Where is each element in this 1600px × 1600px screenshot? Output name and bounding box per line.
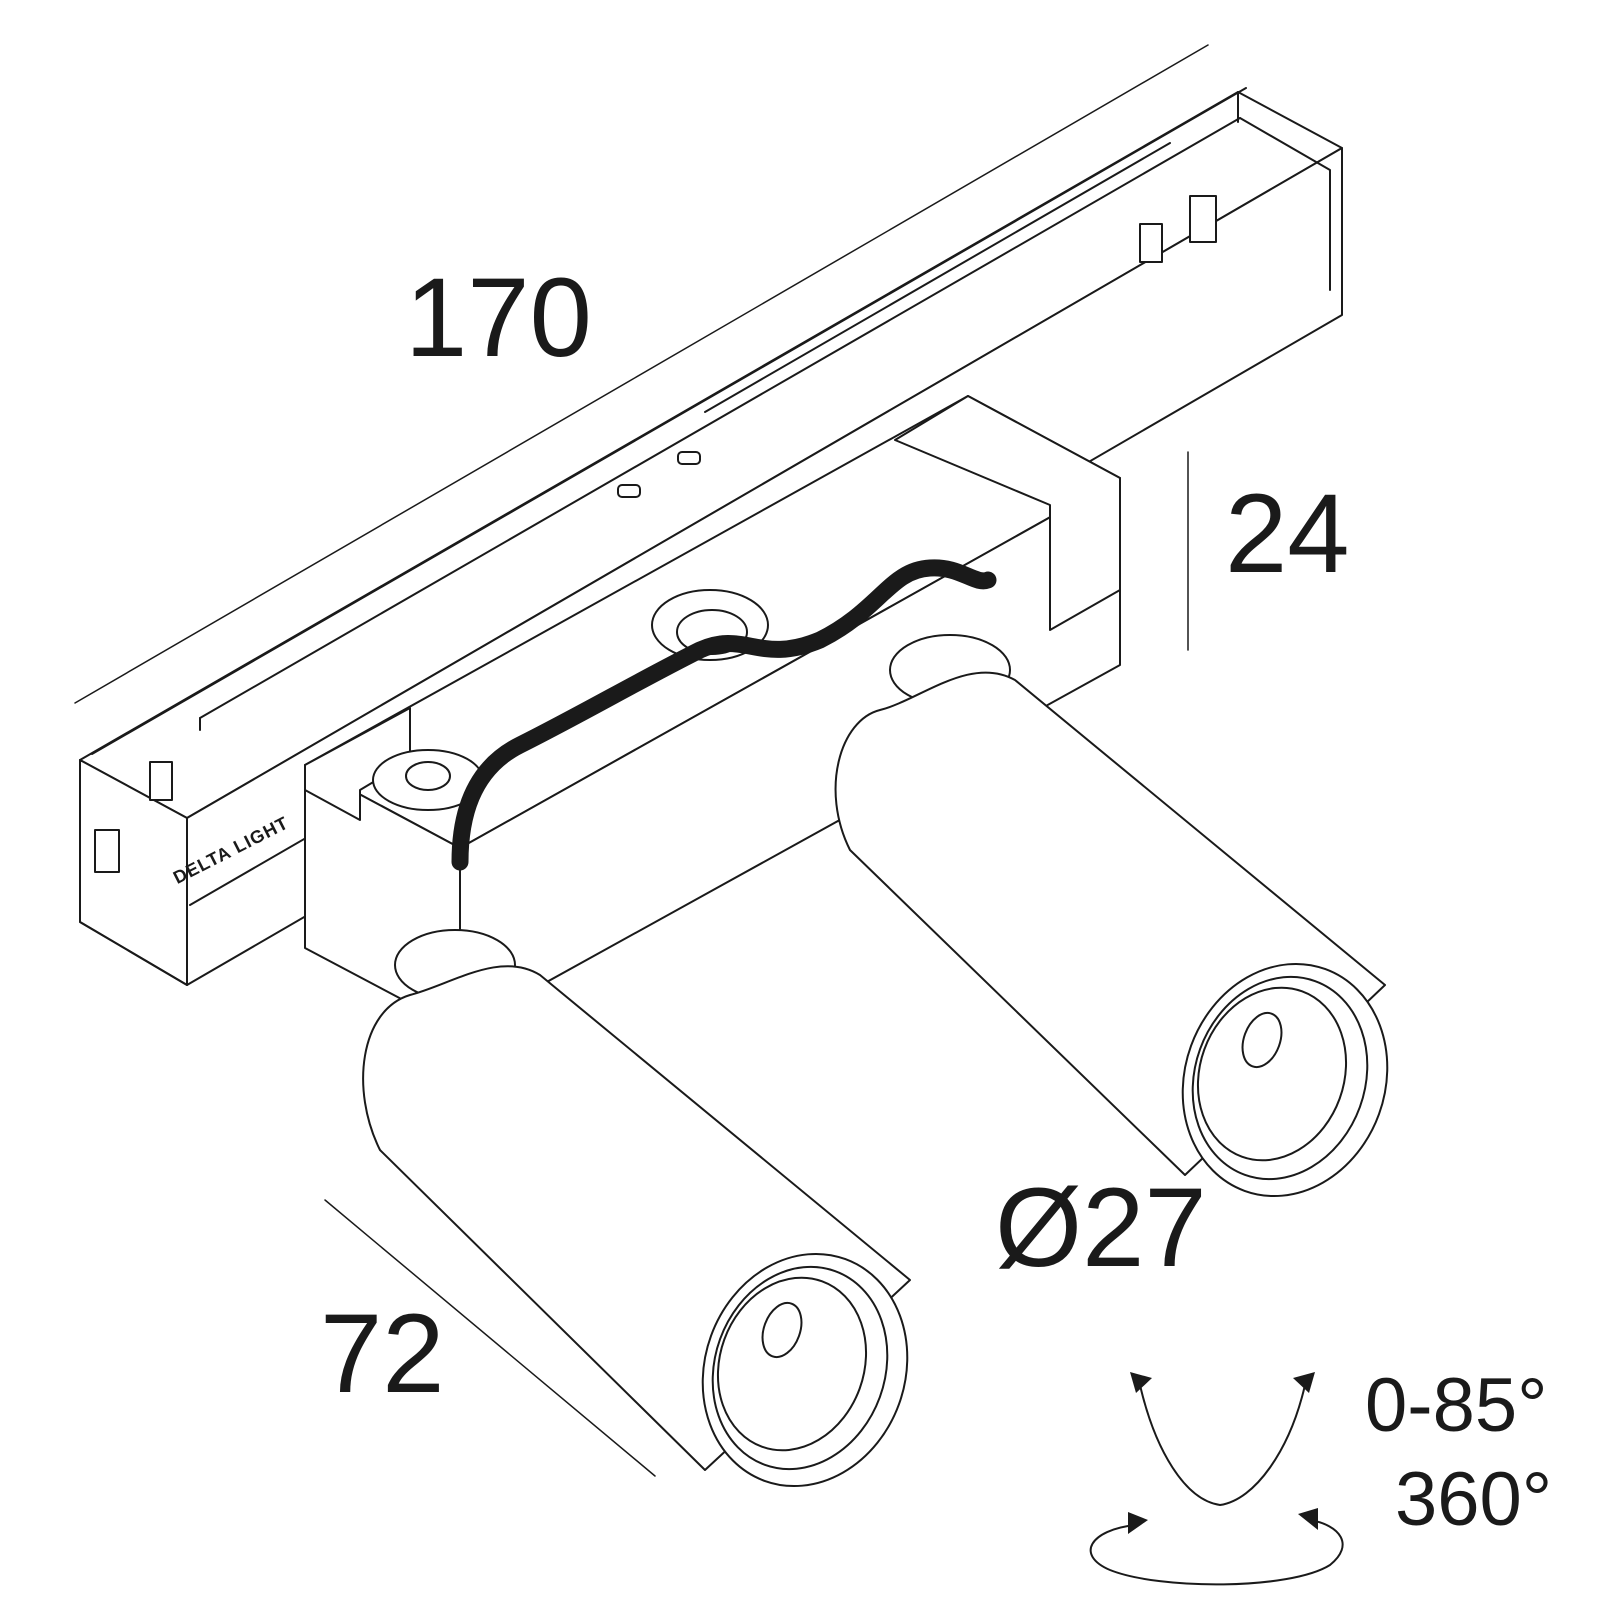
spotlight-left <box>362 965 911 1488</box>
height-dimension-label: 24 <box>1225 471 1350 596</box>
spotlight-right <box>834 671 1389 1198</box>
tilt-range-label: 0-85° <box>1365 1363 1548 1448</box>
tilt-arrow-icon <box>1130 1372 1315 1506</box>
spot-length-dimension-label: 72 <box>320 1291 445 1416</box>
power-cable <box>451 559 997 871</box>
rotation-range-label: 360° <box>1395 1457 1553 1542</box>
diameter-dimension-label: Ø27 <box>995 1165 1207 1290</box>
length-dimension-label: 170 <box>405 255 592 380</box>
rotation-arrow-icon <box>1089 1508 1344 1586</box>
dimension-line-length <box>74 44 1209 704</box>
dimension-line-spot-length <box>324 1199 656 1477</box>
